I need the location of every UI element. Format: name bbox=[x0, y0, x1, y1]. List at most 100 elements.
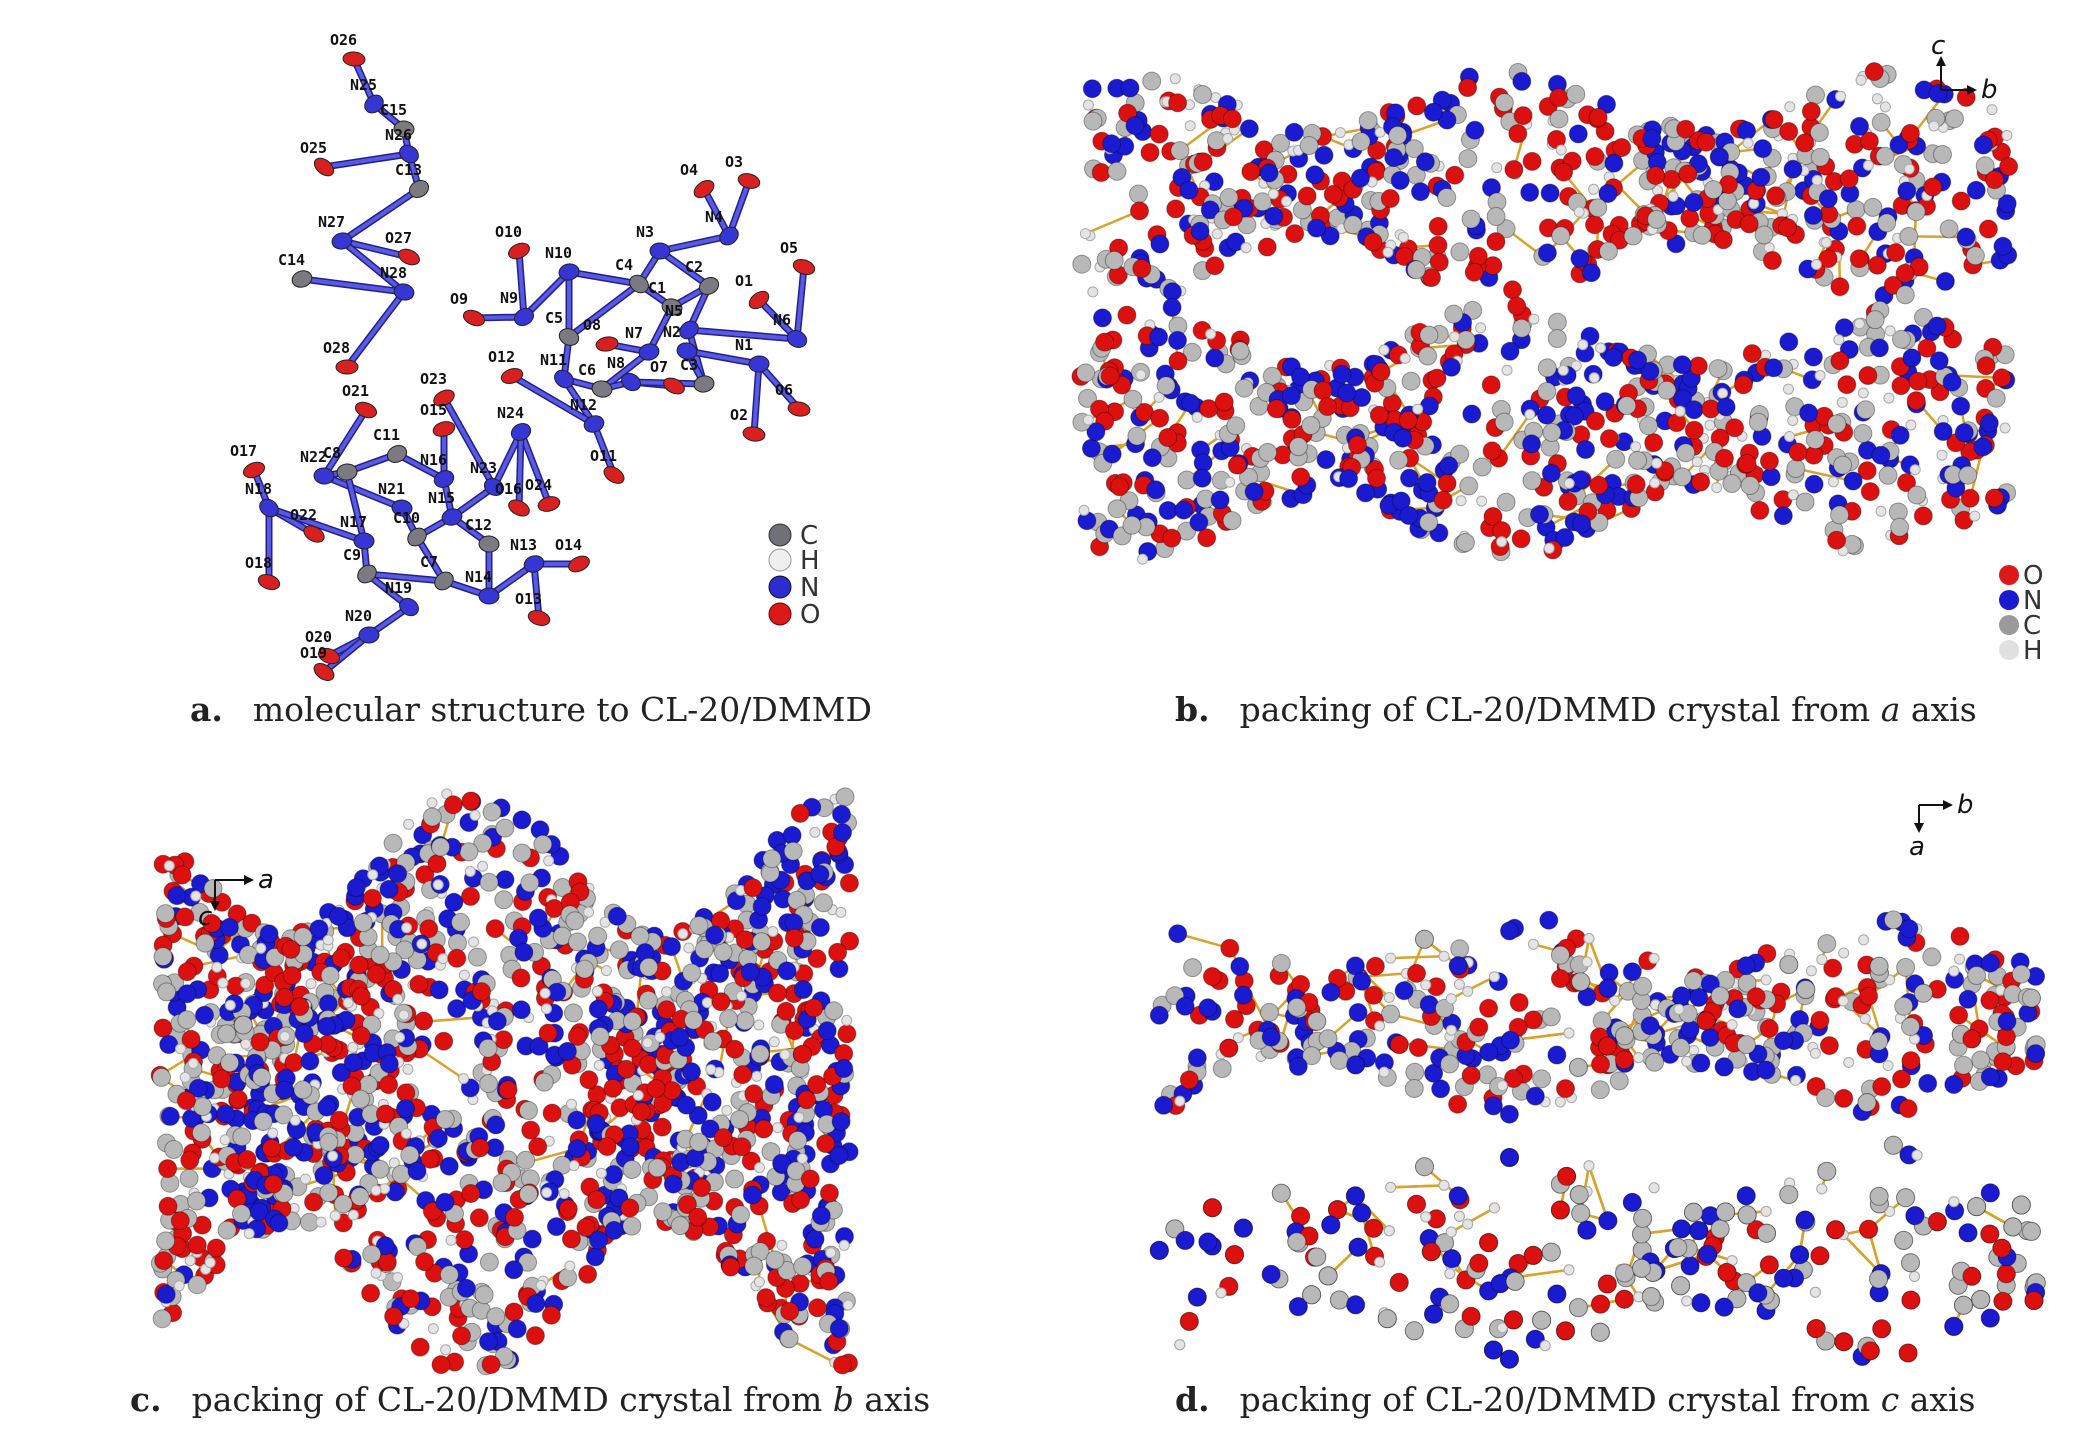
atom-o-899 bbox=[1858, 366, 1878, 385]
atom-n-901 bbox=[1598, 1211, 1618, 1231]
atom-c-349 bbox=[1883, 910, 1903, 930]
atom-h-1316 bbox=[190, 890, 202, 902]
atom-c-1177 bbox=[1258, 442, 1278, 462]
atom-c-1537 bbox=[639, 957, 659, 977]
atom-o-1468 bbox=[187, 1235, 207, 1255]
atom-ellipsoid-c11 bbox=[386, 444, 408, 464]
atom-n-1401 bbox=[435, 1192, 455, 1212]
atom-n-972 bbox=[1541, 463, 1561, 483]
bond-n20-o19 bbox=[320, 631, 373, 676]
atom-c-51 bbox=[1450, 939, 1470, 959]
atom-h-937 bbox=[1383, 1225, 1395, 1237]
atom-ellipsoid-c3 bbox=[693, 375, 715, 393]
legend-label-h: H bbox=[800, 546, 820, 576]
atom-c-1056 bbox=[492, 1173, 512, 1193]
atom-c-1214 bbox=[1907, 485, 1927, 505]
atom-n-1546 bbox=[740, 962, 760, 982]
atom-c-754 bbox=[1541, 1242, 1561, 1262]
bond bbox=[1842, 1233, 1883, 1275]
atom-h-1378 bbox=[401, 922, 413, 934]
atom-o-243 bbox=[1504, 1069, 1523, 1088]
atom-c-87 bbox=[1945, 109, 1964, 129]
atom-o-422 bbox=[1614, 1050, 1634, 1070]
bond-n3-c2 bbox=[656, 247, 713, 290]
atom-n-1103 bbox=[429, 980, 449, 1000]
atom-n-572 bbox=[1570, 248, 1590, 268]
atom-c-802 bbox=[1894, 1230, 1914, 1250]
atom-o-932 bbox=[1168, 351, 1188, 371]
atom-h-1242 bbox=[403, 818, 415, 830]
atom-o-280 bbox=[1834, 1088, 1854, 1108]
atom-c-450 bbox=[1939, 219, 1959, 239]
atom-c-402 bbox=[1329, 1050, 1349, 1070]
atom-c-1292 bbox=[752, 932, 772, 952]
atom-o-962 bbox=[2024, 1291, 2044, 1310]
atom-c-1308 bbox=[744, 1256, 764, 1276]
atom-n-953 bbox=[1577, 1220, 1597, 1240]
atom-h-1175 bbox=[392, 993, 404, 1005]
legend-swatch-n bbox=[768, 575, 792, 599]
atom-o-798 bbox=[1859, 1219, 1879, 1239]
atom-ellipsoid-n1 bbox=[748, 355, 770, 373]
atom-n-1416 bbox=[829, 1146, 849, 1165]
atom-h-912 bbox=[1539, 1340, 1551, 1352]
atom-ellipsoid-n16 bbox=[433, 470, 455, 488]
atom-h-440 bbox=[1496, 1080, 1508, 1092]
atom-n-480 bbox=[1642, 129, 1662, 149]
atom-c-1464 bbox=[670, 1216, 690, 1236]
atom-n-483 bbox=[1973, 135, 1993, 155]
bond-n2-n1 bbox=[683, 347, 763, 368]
atom-o-1190 bbox=[1369, 405, 1389, 425]
atom-h-1458 bbox=[329, 1210, 341, 1222]
atom-n-496 bbox=[1568, 124, 1588, 144]
atom-h-1096 bbox=[315, 1216, 327, 1228]
atom-o-840 bbox=[1993, 1291, 2013, 1311]
atom-n-910 bbox=[1424, 1304, 1444, 1324]
atom-n-182 bbox=[1154, 1095, 1174, 1115]
atom-n-1437 bbox=[275, 1080, 294, 1100]
atom-o-1412 bbox=[819, 1271, 839, 1291]
atom-n-497 bbox=[1259, 163, 1279, 183]
atom-c-1338 bbox=[274, 1105, 293, 1125]
atom-h-1395 bbox=[255, 942, 267, 954]
atom-c-248 bbox=[1590, 1080, 1610, 1100]
atom-o-421 bbox=[1895, 263, 1915, 283]
atom-n-100 bbox=[1520, 182, 1540, 202]
atom-ellipsoid-n27 bbox=[331, 232, 353, 250]
atom-h-159 bbox=[477, 860, 489, 872]
atom-n-1120 bbox=[832, 804, 851, 824]
atom-n-872 bbox=[1714, 1297, 1734, 1317]
atom-h-718 bbox=[753, 1019, 765, 1031]
atom-n-335 bbox=[1756, 1060, 1776, 1080]
atom-o-1374 bbox=[158, 1196, 178, 1216]
atom-n-461 bbox=[1598, 978, 1618, 998]
atom-n-1209 bbox=[1927, 316, 1947, 336]
atom-c-582 bbox=[1703, 180, 1723, 200]
atom-n-601 bbox=[209, 945, 229, 965]
atom-label-o28: O28 bbox=[323, 339, 350, 357]
atom-h-315 bbox=[1816, 954, 1828, 965]
atom-n-1106 bbox=[1102, 444, 1122, 464]
atom-o-545 bbox=[1864, 62, 1884, 82]
atom-c-1022 bbox=[568, 932, 587, 952]
atom-o-413 bbox=[1746, 987, 1766, 1007]
atom-o-254 bbox=[1202, 967, 1222, 986]
atom-o-663 bbox=[434, 1031, 454, 1051]
atom-o-261 bbox=[1556, 1079, 1575, 1099]
atom-n-967 bbox=[1576, 440, 1595, 459]
atom-n-421 bbox=[1187, 1048, 1207, 1068]
atom-o-405 bbox=[1810, 1010, 1830, 1030]
atom-n-1355 bbox=[283, 1137, 303, 1157]
atom-h-277 bbox=[1383, 992, 1395, 1003]
atom-h-1322 bbox=[367, 869, 379, 881]
atom-c-919 bbox=[1757, 1223, 1776, 1243]
atom-c-528 bbox=[1754, 225, 1774, 245]
atom-o-400 bbox=[1993, 1052, 2013, 1072]
atom-c-499 bbox=[1404, 139, 1424, 159]
atom-o-424 bbox=[1469, 1017, 1489, 1037]
atom-h-1019 bbox=[1717, 387, 1729, 399]
atom-o-393 bbox=[1898, 1099, 1918, 1119]
atom-c-1445 bbox=[233, 1015, 253, 1035]
atom-ellipsoid-o14 bbox=[568, 555, 590, 573]
atom-o-1367 bbox=[646, 1079, 666, 1099]
